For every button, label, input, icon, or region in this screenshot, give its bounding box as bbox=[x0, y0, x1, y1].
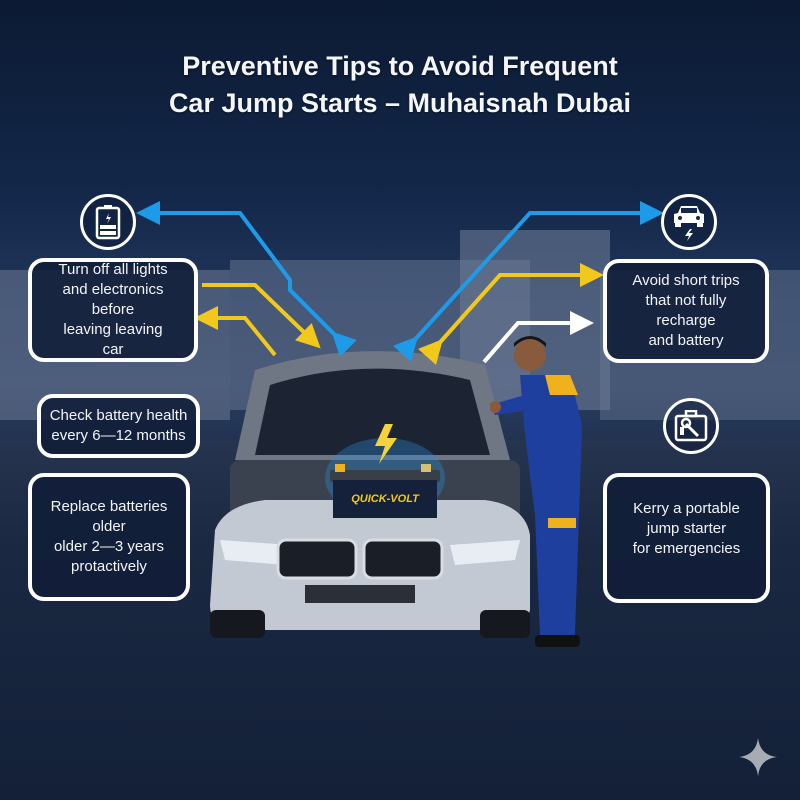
toolbox-wrench-icon bbox=[674, 410, 708, 442]
page-title: Preventive Tips to Avoid Frequent Car Ju… bbox=[0, 48, 800, 122]
glowing-battery-icon: QUICK-VOLT bbox=[325, 424, 445, 518]
electric-car-icon-badge bbox=[661, 194, 717, 250]
yellow-arrow-left-out bbox=[194, 306, 277, 357]
sparkle-watermark bbox=[739, 738, 777, 776]
tip-portable-jump-starter: Kerry a portable jump starter for emerge… bbox=[603, 473, 770, 603]
battery-icon bbox=[95, 205, 121, 240]
tip-text: Check battery health every 6—12 months bbox=[49, 407, 188, 444]
white-arrow-right bbox=[482, 311, 594, 364]
title-line-2: Car Jump Starts – Muhaisnah Dubai bbox=[168, 88, 632, 118]
tip-text: Turn off all lights and electronics befo… bbox=[58, 261, 168, 358]
yellow-arrow-right bbox=[418, 263, 604, 365]
electric-car-icon bbox=[674, 206, 704, 241]
blue-arrow-left bbox=[136, 201, 357, 357]
battery-brand-label: QUICK-VOLT bbox=[351, 493, 420, 505]
tip-replace-batteries: Replace batteries older older 2—3 years … bbox=[28, 473, 190, 601]
battery-illustration: QUICK-VOLT bbox=[325, 418, 445, 518]
title-line-1: Preventive Tips to Avoid Frequent bbox=[182, 51, 618, 81]
tip-text: Replace batteries older older 2—3 years … bbox=[50, 498, 168, 575]
tip-turn-off-lights: Turn off all lights and electronics befo… bbox=[28, 258, 198, 362]
tip-text: Kerry a portable jump starter for emerge… bbox=[632, 500, 741, 557]
yellow-arrow-left-in bbox=[202, 283, 321, 349]
tip-check-battery-health: Check battery health every 6—12 months bbox=[37, 394, 200, 458]
tip-avoid-short-trips: Avoid short trips that not fully recharg… bbox=[603, 259, 769, 363]
sparkle-icon bbox=[739, 738, 777, 776]
battery-icon-badge bbox=[80, 194, 136, 250]
toolbox-icon-badge bbox=[663, 398, 719, 454]
tip-text: Avoid short trips that not fully recharg… bbox=[632, 272, 740, 349]
